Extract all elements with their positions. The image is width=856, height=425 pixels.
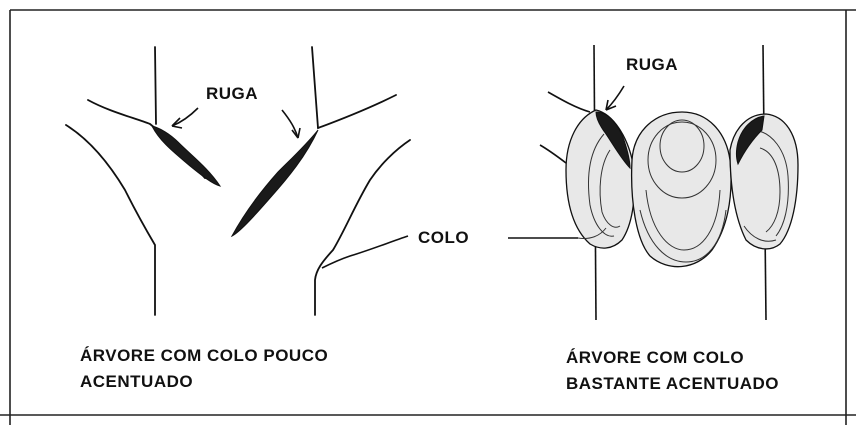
left-ruga-arrows <box>172 108 300 138</box>
left-ruga-label: RUGA <box>206 84 258 104</box>
right-caption-line-2: BASTANTE ACENTUADO <box>566 371 779 397</box>
colo-pointer-left <box>322 236 408 268</box>
right-ruga-label: RUGA <box>626 55 678 75</box>
left-tree-branch-left-inner <box>88 100 205 178</box>
right-tree-stub-1 <box>548 92 590 112</box>
left-tree-ridges <box>152 126 318 236</box>
left-caption-line-2: ACENTUADO <box>80 369 328 395</box>
left-tree-branch-right-outer <box>318 95 396 128</box>
left-caption: ÁRVORE COM COLO POUCO ACENTUADO <box>80 343 328 395</box>
right-tree-collar <box>566 110 798 267</box>
left-ruga-arrow-1 <box>172 108 198 126</box>
right-tree-stub-2 <box>540 145 570 166</box>
left-ruga-mark-1 <box>152 126 220 186</box>
left-tree-stem-2 <box>312 47 318 128</box>
left-tree-branch-right-inner <box>315 140 410 315</box>
left-ruga-mark-2 <box>232 130 318 236</box>
right-caption-line-1: ÁRVORE COM COLO <box>566 345 779 371</box>
right-ruga-arrow <box>606 86 624 110</box>
colo-label: COLO <box>418 228 469 248</box>
left-tree-stem-1 <box>155 47 156 124</box>
right-caption: ÁRVORE COM COLO BASTANTE ACENTUADO <box>566 345 779 397</box>
left-tree-branch-left-outline <box>66 125 155 315</box>
left-caption-line-1: ÁRVORE COM COLO POUCO <box>80 343 328 369</box>
